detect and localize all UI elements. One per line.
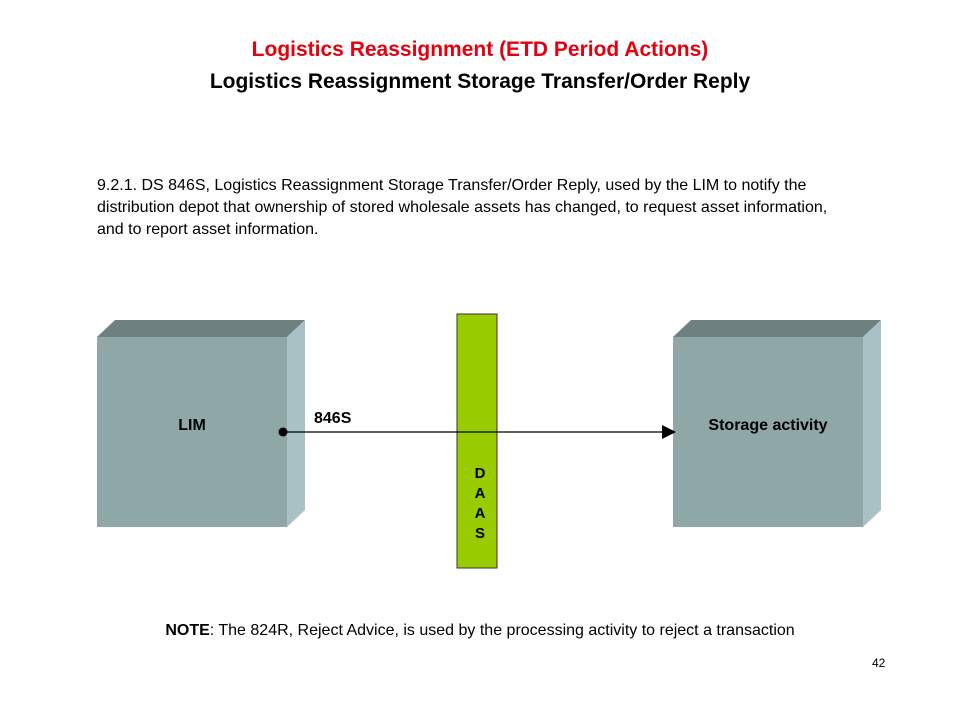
slide-subtitle: Logistics Reassignment Storage Transfer/… <box>209 70 751 93</box>
lim-box-top <box>97 320 305 337</box>
note-label: NOTE <box>165 622 210 639</box>
daas-letter: A <box>475 485 486 502</box>
note-line: NOTE: The 824R, Reject Advice, is used b… <box>0 622 960 640</box>
lim-box-front <box>97 337 287 527</box>
storage-activity-label: Storage activity <box>708 417 827 434</box>
lim-label: LIM <box>178 417 206 434</box>
daas-letter: D <box>475 465 486 482</box>
lim-box: LIM <box>97 320 305 527</box>
storage-activity-box: Storage activity <box>673 320 881 527</box>
daas-letter: A <box>475 505 486 522</box>
transaction-arrow: 846S <box>278 410 676 439</box>
note-text: : The 824R, Reject Advice, is used by th… <box>209 622 795 639</box>
daas-bar: D A A S <box>456 313 498 569</box>
storage-box-side <box>863 320 881 527</box>
daas-bar-rect <box>456 313 498 569</box>
lim-box-side <box>287 320 305 527</box>
storage-box-top <box>673 320 881 337</box>
arrow-head <box>662 425 676 439</box>
storage-box-front <box>673 337 863 527</box>
description-paragraph: 9.2.1. DS 846S, Logistics Reassignment S… <box>97 177 828 238</box>
arrow-label-846s: 846S <box>314 410 352 427</box>
daas-letter: S <box>475 525 485 542</box>
page-number: 42 <box>872 656 886 670</box>
slide-title: Logistics Reassignment (ETD Period Actio… <box>251 38 709 61</box>
